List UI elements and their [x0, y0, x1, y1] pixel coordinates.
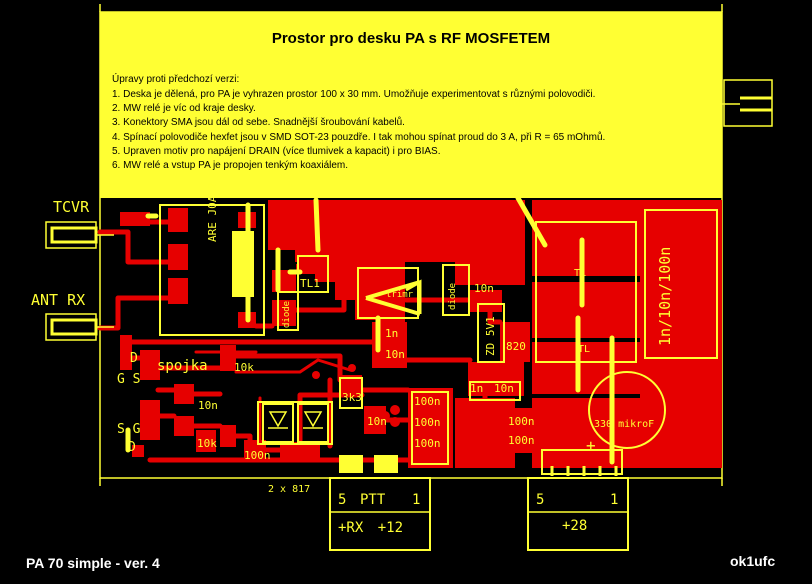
change-item: 1. Deska je dělená, pro PA je vyhrazen p… [112, 89, 596, 100]
connector-right-pin5: 5 [536, 492, 545, 508]
notice-intro: Úpravy proti předchozí verzi: [112, 74, 240, 85]
cap-100n-label: 100n [508, 434, 535, 447]
port-label-tcvr: TCVR [53, 198, 90, 216]
footer-author: ok1ufc [730, 553, 776, 569]
polarity-label: + [586, 436, 596, 455]
resistor-3k3-label: 3k3 [342, 391, 362, 404]
notice-title: Prostor pro desku PA s RF MOSFETEM [271, 30, 551, 47]
cap-1n-label: 1n [385, 327, 399, 340]
connector-left-name: PTT [360, 492, 386, 508]
change-item: 2. MW relé je víc od kraje desky. [112, 103, 256, 115]
sma-left-top [45, 221, 114, 249]
choke-label: TL [578, 344, 591, 355]
silk-accents [125, 195, 615, 465]
change-item: 3. Konektory SMA jsou dál od sebe. Snadn… [112, 117, 405, 129]
choke-label: TL [574, 268, 587, 279]
trimmer-outline [357, 267, 419, 319]
relay-outline [159, 204, 265, 336]
cap-10n-label: 10n [367, 415, 387, 428]
silk-layer [159, 204, 718, 551]
corner-marks [99, 4, 723, 486]
change-item: 4. Spínací polovodiče hexfet jsou v SMD … [112, 131, 606, 143]
change-item: 5. Upraven motiv pro napájení DRAIN (víc… [112, 145, 441, 157]
trimmer-label: trimr [386, 290, 414, 300]
cap-100n-label: 100n [414, 416, 441, 429]
diode-right-label: diode [448, 282, 458, 310]
cap-10n-label: 10n [494, 382, 514, 395]
diode-right-outline [442, 264, 470, 316]
pin-d-label: D [128, 440, 136, 455]
connector-right-pin1: 1 [610, 492, 619, 508]
relay-label: ARE J0A12 [206, 182, 219, 242]
footer-title: PA 70 simple - ver. 4 [26, 555, 160, 571]
cap-100n-label: 100n [414, 437, 441, 450]
optocoupler-outline [257, 401, 333, 445]
zd-outline [477, 303, 505, 363]
connector-left-pin1: 1 [412, 492, 421, 508]
connector-left-bottom: +RX +12 [338, 520, 404, 536]
cap-10n-label: 10n [385, 348, 405, 361]
cap-10n-label: 10n [474, 282, 494, 295]
elyt-label: 330 mikroF [594, 419, 655, 430]
connector-right-outline [527, 477, 629, 551]
decoupling-caps-label: 1n/10n/100n [656, 246, 674, 346]
relay-body [232, 231, 254, 297]
r-820-label: 820 [506, 340, 526, 353]
pa-board-area: Prostor pro desku PA s RF MOSFETEM Úprav… [100, 12, 722, 198]
resistor-10k-label: 10k [234, 361, 254, 374]
connector-pins [550, 466, 618, 476]
change-item: 6. MW relé a vstup PA je propojen tenkým… [112, 160, 349, 172]
port-label-ant-rx: ANT RX [31, 291, 86, 309]
change-list: 1. Deska je dělená, pro PA je vyhrazen p… [112, 88, 605, 173]
resistor-10k-label: 10k [197, 437, 217, 450]
cap-1n-label: 1n [470, 382, 484, 395]
diode-left-label: diode [282, 300, 292, 328]
sma-right [710, 79, 773, 127]
zd-label: ZD 5V1 [484, 316, 497, 356]
connector-right-bottom: +28 [562, 518, 588, 534]
choke-box [535, 221, 637, 363]
tl1-label: TL1 [300, 277, 320, 290]
cap-100n-label: 100n [508, 415, 535, 428]
cap-100n-label: 100n [244, 449, 271, 462]
spojka-label: spojka [157, 358, 208, 374]
pin-sg-label: S G [117, 422, 141, 437]
optocoupler-count-label: 2 x 817 [268, 484, 311, 495]
connector-left-pin5: 5 [338, 492, 347, 508]
pin-gs-label: G S [117, 372, 141, 387]
pin-d-label: D [130, 351, 138, 366]
connector-left-outline [329, 477, 431, 551]
cap-10n-label: 10n [198, 399, 218, 412]
sma-left-bottom [45, 313, 114, 341]
cap-100n-label: 100n [414, 395, 441, 408]
diode-left-outline [277, 291, 299, 331]
elyt-outline [588, 371, 666, 449]
